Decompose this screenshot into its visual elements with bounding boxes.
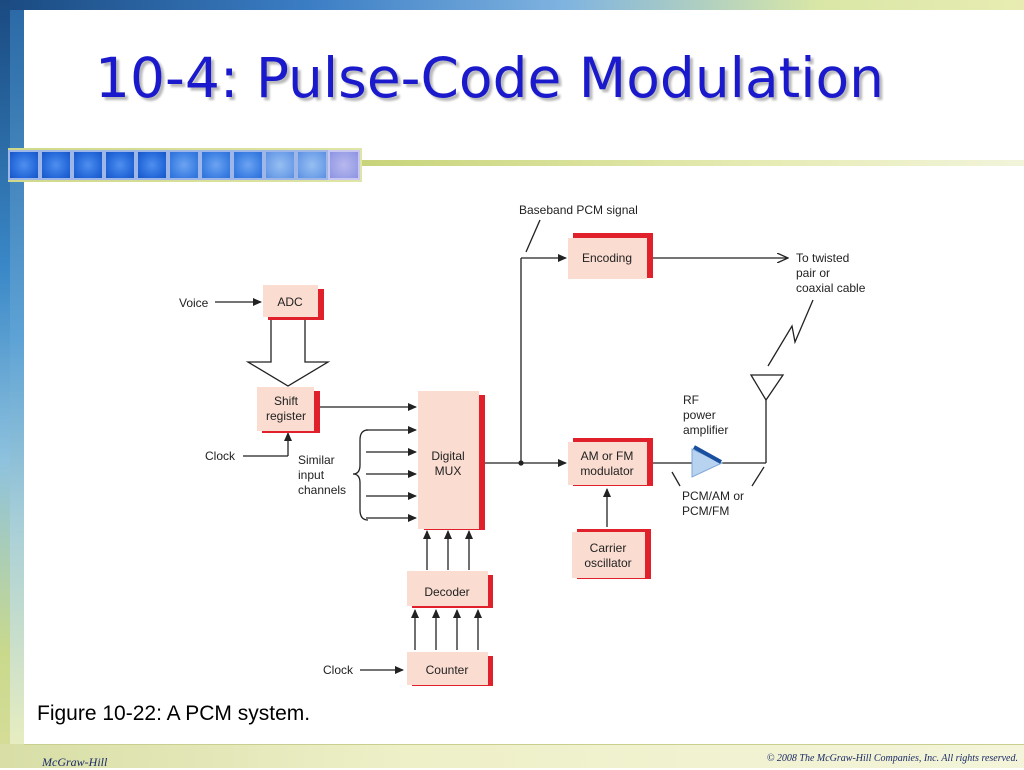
- modulator-label-2: modulator: [580, 464, 633, 478]
- shift-register-label-2: register: [266, 409, 306, 423]
- slide-title: 10-4: Pulse-Code Modulation: [95, 46, 885, 110]
- rf-amplifier-label-2: power: [683, 408, 716, 422]
- counter-label: Counter: [426, 663, 469, 677]
- copyright-footer: © 2008 The McGraw-Hill Companies, Inc. A…: [766, 753, 1018, 764]
- baseband-label: Baseband PCM signal: [519, 203, 638, 217]
- block-digital-mux: Digital MUX: [418, 391, 485, 530]
- strip-square: [232, 150, 264, 180]
- slide-area: [24, 10, 1024, 744]
- publisher-footer: McGraw-Hill: [42, 755, 108, 769]
- strip-square: [40, 150, 72, 180]
- strip-square: [72, 150, 104, 180]
- strip-square: [168, 150, 200, 180]
- strip-square: [296, 150, 328, 180]
- similar-inputs-label-2: input: [298, 468, 325, 482]
- figure-caption: Figure 10-22: A PCM system.: [37, 702, 311, 725]
- strip-square: [264, 150, 296, 180]
- strip-square: [136, 150, 168, 180]
- clock-label-bottom: Clock: [323, 663, 354, 677]
- junction-dot: [518, 460, 524, 466]
- voice-label: Voice: [179, 296, 209, 310]
- clock-label-top: Clock: [205, 449, 236, 463]
- block-decoder: Decoder: [407, 571, 493, 608]
- carrier-label-1: Carrier: [590, 541, 627, 555]
- frame-top-band: [0, 0, 1024, 10]
- encoding-label: Encoding: [582, 251, 632, 265]
- block-adc: ADC: [263, 285, 324, 320]
- mux-label-1: Digital: [431, 449, 464, 463]
- frame-bottom-band: [0, 744, 1024, 768]
- mux-label-2: MUX: [435, 464, 462, 478]
- frame-inner-left-band: [10, 10, 24, 745]
- similar-inputs-label-3: channels: [298, 483, 346, 497]
- twisted-pair-label-2: pair or: [796, 266, 830, 280]
- block-modulator: AM or FM modulator: [568, 438, 653, 486]
- pcm-am-fm-label-2: PCM/FM: [682, 504, 729, 518]
- bottom-rule: [24, 744, 1024, 745]
- strip-square: [328, 150, 360, 180]
- frame-left-band: [0, 0, 10, 768]
- title-rule: [362, 160, 1024, 166]
- rf-amplifier-edge: [693, 445, 722, 464]
- strip-square: [8, 150, 40, 180]
- rf-amplifier-label-3: amplifier: [683, 423, 728, 437]
- decoder-label: Decoder: [424, 585, 469, 599]
- modulator-label-1: AM or FM: [581, 449, 634, 463]
- block-shift-register: Shift register: [257, 387, 320, 433]
- strip-square: [200, 150, 232, 180]
- carrier-label-2: oscillator: [584, 556, 631, 570]
- block-counter: Counter: [407, 652, 493, 686]
- twisted-pair-label-1: To twisted: [796, 251, 849, 265]
- adc-label: ADC: [277, 295, 303, 309]
- shift-register-label-1: Shift: [274, 394, 299, 408]
- strip-square: [104, 150, 136, 180]
- rf-amplifier-label-1: RF: [683, 393, 699, 407]
- similar-inputs-label-1: Similar: [298, 453, 335, 467]
- block-carrier-oscillator: Carrier oscillator: [572, 529, 651, 579]
- twisted-pair-label-3: coaxial cable: [796, 281, 866, 295]
- block-encoding: Encoding: [568, 233, 653, 279]
- pcm-am-fm-label-1: PCM/AM or: [682, 489, 744, 503]
- title-square-strip: [8, 150, 360, 180]
